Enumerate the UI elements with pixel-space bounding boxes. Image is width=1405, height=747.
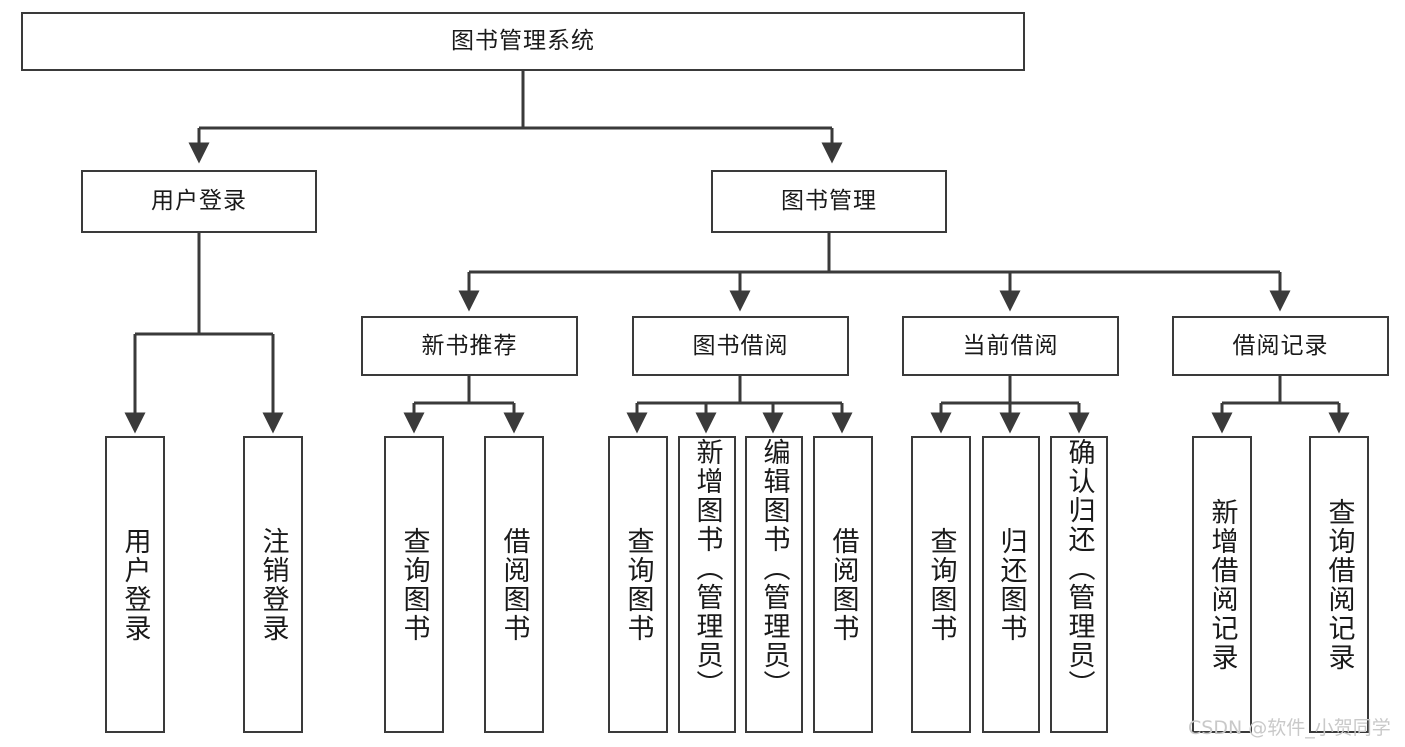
node-root-system[interactable]: 图书管理系统 [21, 12, 1025, 71]
leaf-borrow-record-query-record[interactable]: 查询借阅记录 [1309, 436, 1369, 733]
leaf-new-book-borrow-book[interactable]: 借阅图书 [484, 436, 544, 733]
node-book-borrow[interactable]: 图书借阅 [632, 316, 849, 376]
node-borrow-record[interactable]: 借阅记录 [1172, 316, 1389, 376]
node-label: 新增借阅记录 [1206, 497, 1238, 672]
leaf-user-login-logout[interactable]: 注销登录 [243, 436, 303, 733]
leaf-borrow-record-add-record[interactable]: 新增借阅记录 [1192, 436, 1252, 733]
leaf-current-borrow-return-book[interactable]: 归还图书 [982, 436, 1040, 733]
node-label: 图书借阅 [692, 332, 789, 359]
leaf-book-borrow-add-book-admin[interactable]: 新增图书（管理员） [678, 436, 736, 733]
node-label: 新增图书（管理员） [691, 438, 723, 699]
leaf-current-borrow-confirm-return-admin[interactable]: 确认归还（管理员） [1050, 436, 1108, 733]
node-label: 用户登录 [119, 526, 151, 643]
node-label: 编辑图书（管理员） [758, 438, 790, 699]
node-label: 图书管理系统 [451, 28, 595, 55]
node-label: 查询借阅记录 [1323, 497, 1355, 672]
node-book-management[interactable]: 图书管理 [711, 170, 947, 233]
node-label: 借阅图书 [827, 526, 859, 643]
node-new-book-recommend[interactable]: 新书推荐 [361, 316, 578, 376]
node-label: 当前借阅 [962, 332, 1059, 359]
node-label: 注销登录 [257, 526, 289, 643]
node-label: 归还图书 [995, 526, 1027, 643]
node-label: 查询图书 [398, 526, 430, 643]
node-current-borrow[interactable]: 当前借阅 [902, 316, 1119, 376]
node-label: 用户登录 [151, 188, 247, 215]
leaf-user-login-login[interactable]: 用户登录 [105, 436, 165, 733]
watermark-text: CSDN @软件_小贺同学 [1188, 717, 1391, 739]
node-label: 查询图书 [925, 526, 957, 643]
leaf-book-borrow-edit-book-admin[interactable]: 编辑图书（管理员） [745, 436, 803, 733]
node-label: 查询图书 [622, 526, 654, 643]
node-label: 确认归还（管理员） [1063, 438, 1095, 699]
leaf-current-borrow-query-book[interactable]: 查询图书 [911, 436, 971, 733]
node-label: 图书管理 [781, 188, 877, 215]
node-label: 借阅记录 [1232, 332, 1329, 359]
node-user-login[interactable]: 用户登录 [81, 170, 317, 233]
leaf-book-borrow-borrow-book[interactable]: 借阅图书 [813, 436, 873, 733]
leaf-new-book-query-book[interactable]: 查询图书 [384, 436, 444, 733]
node-label: 借阅图书 [498, 526, 530, 643]
leaf-book-borrow-query-book[interactable]: 查询图书 [608, 436, 668, 733]
node-label: 新书推荐 [421, 332, 518, 359]
